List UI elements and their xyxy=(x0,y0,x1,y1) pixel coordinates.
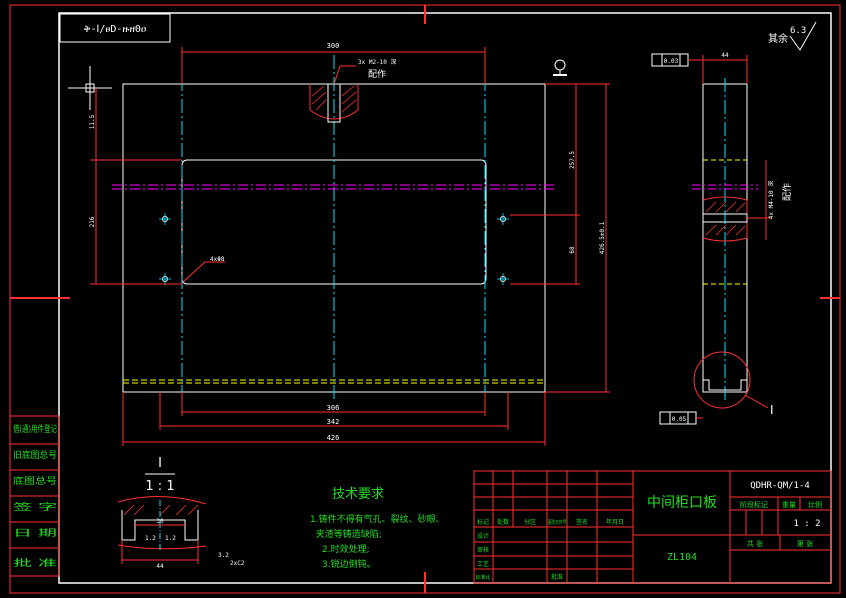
side-label-top: 借(通)用件登记 xyxy=(13,423,57,435)
tech-req-line-3: 2.时效处理; xyxy=(322,543,370,555)
side-thread-hatch xyxy=(705,201,746,236)
tech-req-line-2: 夹渣等铸造缺陷; xyxy=(310,528,382,540)
dim-right-total: 426.5±0.1 xyxy=(599,221,606,254)
surface-rest-label: 其余 xyxy=(768,32,788,45)
tech-req-title: 技术要求 xyxy=(332,487,384,502)
side-width-dim: 44 xyxy=(721,52,729,59)
detail-hatch xyxy=(123,504,199,516)
tb-stage-label: 阶段标记 xyxy=(740,500,768,509)
dim-right-68: 68 xyxy=(569,246,576,254)
roughness-symbol xyxy=(789,21,817,51)
side-label-3: 日 期 xyxy=(13,528,57,539)
thread-callout: 3x M2-10 深 xyxy=(358,58,397,66)
tb-drawing-code: QDHR-QM/1-4 xyxy=(750,481,810,491)
tech-req-line-1: 1.铸件不得有气孔、裂纹、砂眼、 xyxy=(310,513,445,525)
detail-dim-1-2a: 1.2 xyxy=(145,535,156,542)
tb-row-label-4: 签名 xyxy=(576,518,588,526)
side-thread-callout: 4x M4-10 深 xyxy=(767,181,775,220)
dimensions-main xyxy=(90,47,610,446)
side-thread-note: 配作 xyxy=(781,183,793,201)
dim-left-11-5: 11.5 xyxy=(89,114,96,129)
tb-row-label-1: 处数 xyxy=(497,518,509,526)
tb-scale: 1 : 2 xyxy=(793,519,820,529)
thread-callout-note: 配作 xyxy=(368,68,386,80)
side-label-0: 旧底图总号 xyxy=(13,449,57,461)
thread-hatch xyxy=(311,85,357,113)
detail-dim-2x: 2xC2 xyxy=(230,560,245,567)
dim-right-257-5: 257.5 xyxy=(569,151,576,169)
tb-person-0: 设计 xyxy=(477,532,489,540)
dim-left-216: 216 xyxy=(89,216,96,227)
tb-row-label-3: 更改文件号 xyxy=(548,519,567,526)
flatness-value: 0.03 xyxy=(664,58,679,65)
tb-scale-label: 比例 xyxy=(808,500,822,509)
detail-dims xyxy=(121,524,199,564)
hole-callout: 4xΦ8 xyxy=(210,256,225,263)
flatness-frame xyxy=(651,53,703,67)
tb-weight-label: 重量 xyxy=(782,501,796,509)
tb-part-name: 中间柜口板 xyxy=(647,495,717,511)
side-label-1: 底图总号 xyxy=(13,475,57,487)
detail-break xyxy=(117,496,207,550)
detail-circle xyxy=(693,351,751,409)
datum-symbol xyxy=(553,59,567,76)
detail-scale: 1 : 1 xyxy=(145,479,174,494)
dim-bottom-426: 426 xyxy=(327,434,340,442)
detail-dim-3-2: 3.2 xyxy=(218,552,229,559)
tb-person-4: 批准 xyxy=(551,573,563,581)
side-label-block xyxy=(9,415,60,577)
detail-dim-30: 30 xyxy=(156,518,164,525)
drawing-number-box xyxy=(59,13,171,43)
dim-bottom-306: 306 xyxy=(327,404,340,412)
tb-person-1: 审核 xyxy=(477,546,489,554)
side-bottom-notch xyxy=(703,379,747,391)
origin-crosshair xyxy=(68,66,112,110)
tb-person-3: 标准化 xyxy=(475,574,490,581)
tb-person-2: 工艺 xyxy=(477,560,489,568)
tb-material: ZL104 xyxy=(667,552,697,563)
thread-section xyxy=(309,84,359,120)
tb-row-label-5: 年月日 xyxy=(606,518,624,526)
hole-centers xyxy=(159,213,509,285)
tb-row-label-0: 标记 xyxy=(477,518,489,526)
detail-title: I xyxy=(158,456,162,471)
side-label-2: 签 字 xyxy=(13,501,57,513)
bottom-tol-value: 0.05 xyxy=(672,416,687,423)
detail-dim-1-2b: 1.2 xyxy=(165,535,176,542)
detail-leader xyxy=(744,394,769,409)
tech-req-line-4: 3.锐边倒钝。 xyxy=(322,558,376,570)
tb-sheet-total: 共 张 xyxy=(747,539,763,548)
dim-bottom-342: 342 xyxy=(327,418,340,426)
bottom-tol-frame xyxy=(659,411,703,425)
roughness-value: 6.3 xyxy=(790,26,806,36)
detail-ref-label: I xyxy=(770,403,774,417)
tb-sheet-no: 第 张 xyxy=(797,539,813,548)
side-dims xyxy=(702,55,770,240)
tb-row-label-2: 分区 xyxy=(524,518,536,526)
detail-dim-44: 44 xyxy=(156,563,164,570)
title-block-grid xyxy=(473,470,832,584)
drawing-number-text: ቅ-Ⅰ/ፀD-ዙዘ0ዐ xyxy=(84,24,147,35)
side-label-4: 批 准 xyxy=(13,557,57,569)
dim-top-300: 300 xyxy=(327,42,340,50)
